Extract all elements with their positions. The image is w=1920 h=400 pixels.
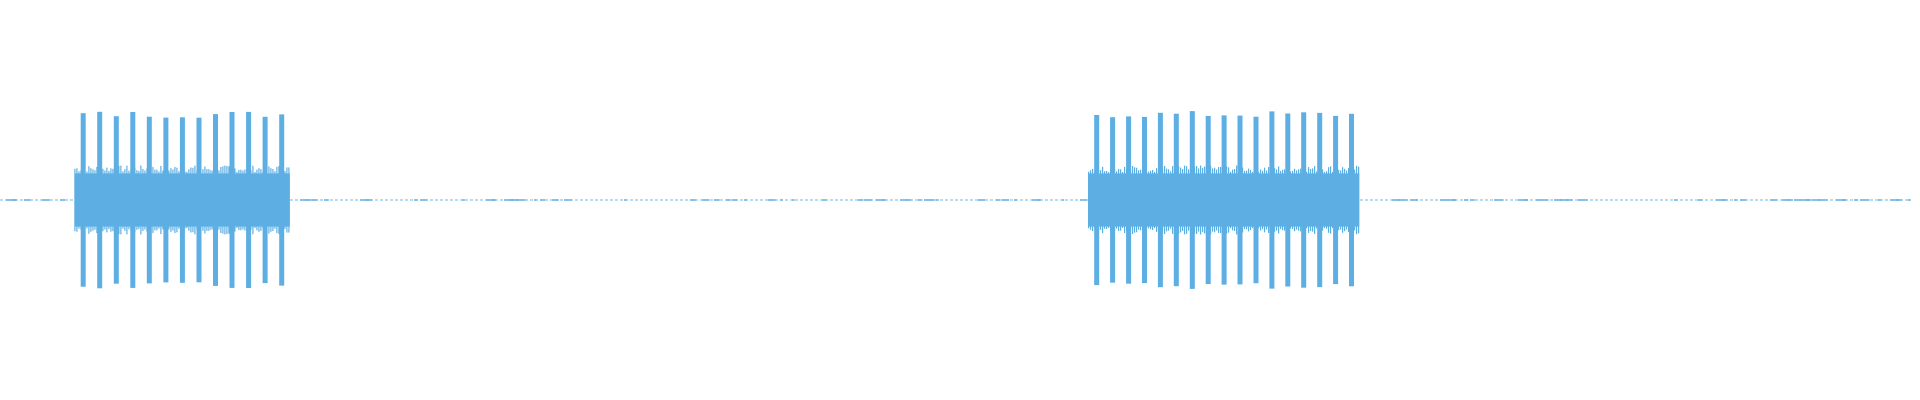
waveform-peak [179,117,185,283]
waveform-peak [1253,116,1259,284]
waveform-peak [262,116,268,284]
waveform-peak [229,112,235,288]
waveform-peak [1269,111,1275,289]
waveform-peak [1221,115,1227,285]
waveform-peak [1317,112,1323,288]
waveform-peak [1349,113,1354,287]
waveform-peak [246,111,252,289]
waveform-burst [1087,111,1360,289]
waveform-peak [1301,112,1307,288]
waveform-peak [1094,115,1100,286]
waveform-peak [97,111,103,289]
waveform-burst [74,111,290,289]
waveform-peak [113,116,119,284]
waveform-bursts [6,111,1911,289]
waveform-peak [279,114,285,286]
waveform-peak [146,116,152,284]
waveform-peak [1333,115,1339,285]
waveform-peak [213,114,218,286]
waveform-peak [163,117,169,283]
waveform-peak [1173,113,1179,287]
waveform-peak [1110,117,1116,283]
waveform-peak [130,112,136,288]
waveform-peak [196,117,202,283]
waveform-peak [1142,116,1147,284]
waveform-peak [1157,112,1163,288]
waveform-peak [1189,111,1195,289]
waveform-peak [80,113,86,287]
waveform-peak [1126,116,1132,284]
waveform-peak [1205,115,1211,285]
waveform-peak [1237,115,1243,285]
waveform-peak [1285,113,1291,287]
